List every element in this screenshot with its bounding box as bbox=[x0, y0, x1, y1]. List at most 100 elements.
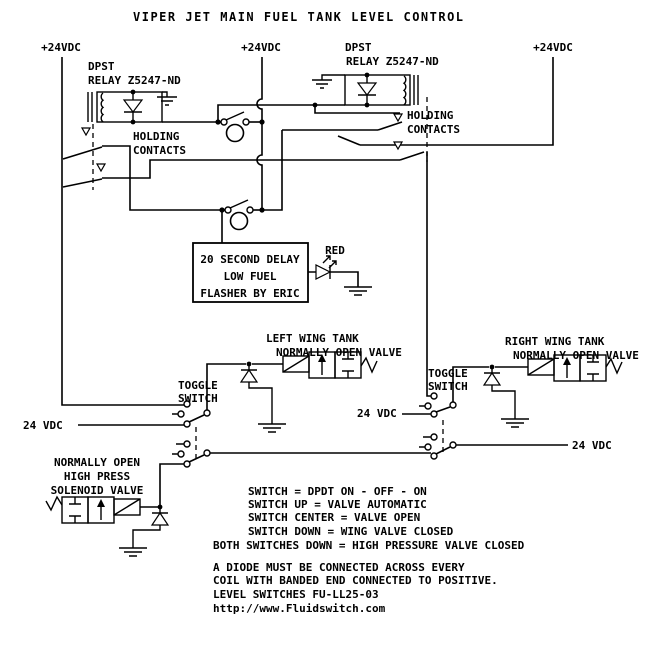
junction-dot bbox=[130, 89, 136, 95]
level-switch-blade bbox=[225, 111, 245, 121]
toggle-right-label-2: SWITCH bbox=[428, 380, 468, 393]
flasher-label-2: LOW FUEL bbox=[224, 270, 277, 283]
blocked-port-icon bbox=[342, 352, 354, 378]
relay-left-ground-icon bbox=[157, 91, 177, 106]
note-line: COIL WITH BANDED END CONNECTED TO POSITI… bbox=[213, 574, 498, 587]
relay-right-label-2: RELAY Z5247-ND bbox=[346, 55, 439, 68]
switch-terminal bbox=[220, 118, 228, 126]
spring-icon bbox=[605, 357, 623, 375]
flow-arrow-head bbox=[318, 354, 326, 362]
vdc-label-mid: 24 VDC bbox=[357, 407, 397, 420]
flow-arrow-head bbox=[97, 499, 105, 507]
led-color-label: RED bbox=[325, 244, 345, 257]
note-line: A DIODE MUST BE CONNECTED ACROSS EVERY bbox=[213, 561, 465, 574]
valve-ground-icon bbox=[248, 382, 286, 433]
relay-left-label-1: DPST bbox=[88, 60, 115, 73]
led-wires bbox=[308, 271, 359, 287]
level-switch-high bbox=[220, 111, 250, 143]
relay-right-body bbox=[344, 74, 411, 106]
wires bbox=[61, 57, 568, 508]
relay-left-core bbox=[87, 92, 93, 122]
toggle-right-label-1: TOGGLE bbox=[428, 367, 468, 380]
legend-line: SWITCH CENTER = VALVE OPEN bbox=[248, 511, 420, 524]
hp-valve-label-2: HIGH PRESS bbox=[64, 470, 130, 483]
toggle-terminal bbox=[424, 402, 432, 410]
relay-right-coil-icon bbox=[402, 75, 407, 106]
switch-terminal bbox=[246, 206, 254, 214]
toggle-terminal bbox=[183, 440, 191, 448]
toggle-switch-left bbox=[172, 400, 211, 468]
toggle-terminal bbox=[183, 460, 191, 468]
level-switch-low bbox=[224, 199, 254, 231]
toggle-common bbox=[203, 449, 211, 457]
vdc-label-right: 24 VDC bbox=[572, 439, 612, 452]
switch-terminal bbox=[224, 206, 232, 214]
left-wing-valve bbox=[239, 351, 378, 433]
toggle-stubs bbox=[172, 413, 184, 455]
toggle-stubs bbox=[419, 405, 431, 448]
legend-line: SWITCH UP = VALVE AUTOMATIC bbox=[248, 498, 427, 511]
junction-dot bbox=[364, 72, 370, 78]
toggle-common bbox=[449, 441, 457, 449]
junction-dot bbox=[219, 207, 225, 213]
spring-icon bbox=[45, 495, 63, 512]
blocked-port-icon bbox=[587, 355, 599, 381]
mid-supply-rail-with-hops bbox=[256, 57, 263, 210]
supply-label-top-left: +24VDC bbox=[41, 41, 81, 54]
holding-left-label-1: HOLDING bbox=[133, 130, 180, 143]
solenoid-diagonal bbox=[282, 355, 310, 373]
led-emission-arrows-icon bbox=[322, 255, 337, 269]
note-line: http://www.Fluidswitch.com bbox=[213, 602, 386, 615]
flasher-label-3: FLASHER BY ERIC bbox=[200, 287, 299, 300]
relay-right-ground-icon bbox=[312, 74, 345, 89]
valve-diode-icon bbox=[482, 371, 502, 386]
spring-icon bbox=[360, 356, 378, 374]
junction-dot bbox=[130, 119, 136, 125]
page-title: VIPER JET MAIN FUEL TANK LEVEL CONTROL bbox=[133, 10, 465, 24]
toggle-blade bbox=[188, 454, 205, 463]
holding-right-label-2: CONTACTS bbox=[407, 123, 460, 136]
relay-right-core bbox=[413, 75, 419, 105]
supply-label-top-right: +24VDC bbox=[533, 41, 573, 54]
toggle-blade bbox=[435, 406, 451, 413]
valve-diode-icon bbox=[150, 511, 170, 526]
toggle-terminal bbox=[183, 420, 191, 428]
relay-right bbox=[312, 72, 419, 108]
actuator-arrow-icon bbox=[392, 141, 404, 151]
holding-right-label-1: HOLDING bbox=[407, 109, 454, 122]
toggle-terminal bbox=[430, 433, 438, 441]
relay-right-coil-wire bbox=[217, 104, 345, 122]
hp-valve-label-3: SOLENOID VALVE bbox=[51, 484, 144, 497]
contact3-blade bbox=[377, 121, 403, 131]
valve-ground-icon bbox=[119, 525, 161, 557]
supply-label-top-mid: +24VDC bbox=[241, 41, 281, 54]
flasher-module bbox=[192, 242, 372, 303]
right-wing-valve bbox=[482, 354, 623, 428]
right-supply-rail bbox=[360, 57, 554, 146]
hp-valve-label-1: NORMALLY OPEN bbox=[54, 456, 140, 469]
contact-to-flasher-node-wire bbox=[262, 130, 283, 211]
valve-diode-icon bbox=[239, 368, 259, 383]
valve-ground-icon bbox=[491, 385, 529, 428]
toggle-terminal bbox=[177, 450, 185, 458]
led-diode-icon bbox=[315, 264, 332, 280]
toggle-left-label-1: TOGGLE bbox=[178, 379, 218, 392]
toggle-terminal bbox=[183, 400, 191, 408]
actuator-links bbox=[80, 97, 444, 460]
contact4-blade bbox=[399, 151, 425, 161]
toggle-common bbox=[203, 409, 211, 417]
actuator-arrow-icon bbox=[95, 163, 107, 173]
toggle-blade bbox=[188, 414, 205, 423]
actuator-arrow-icon bbox=[392, 113, 404, 123]
holding-left-label-2: CONTACTS bbox=[133, 144, 186, 157]
relay-left bbox=[87, 89, 177, 125]
toggle-terminal bbox=[430, 452, 438, 460]
flow-arrow-head bbox=[563, 357, 571, 365]
junction-dot bbox=[312, 102, 318, 108]
left-valve-feed-wire bbox=[206, 363, 246, 410]
contact2-output-wire bbox=[102, 159, 400, 179]
switch-terminal bbox=[242, 118, 250, 126]
junction-dot bbox=[259, 207, 265, 213]
